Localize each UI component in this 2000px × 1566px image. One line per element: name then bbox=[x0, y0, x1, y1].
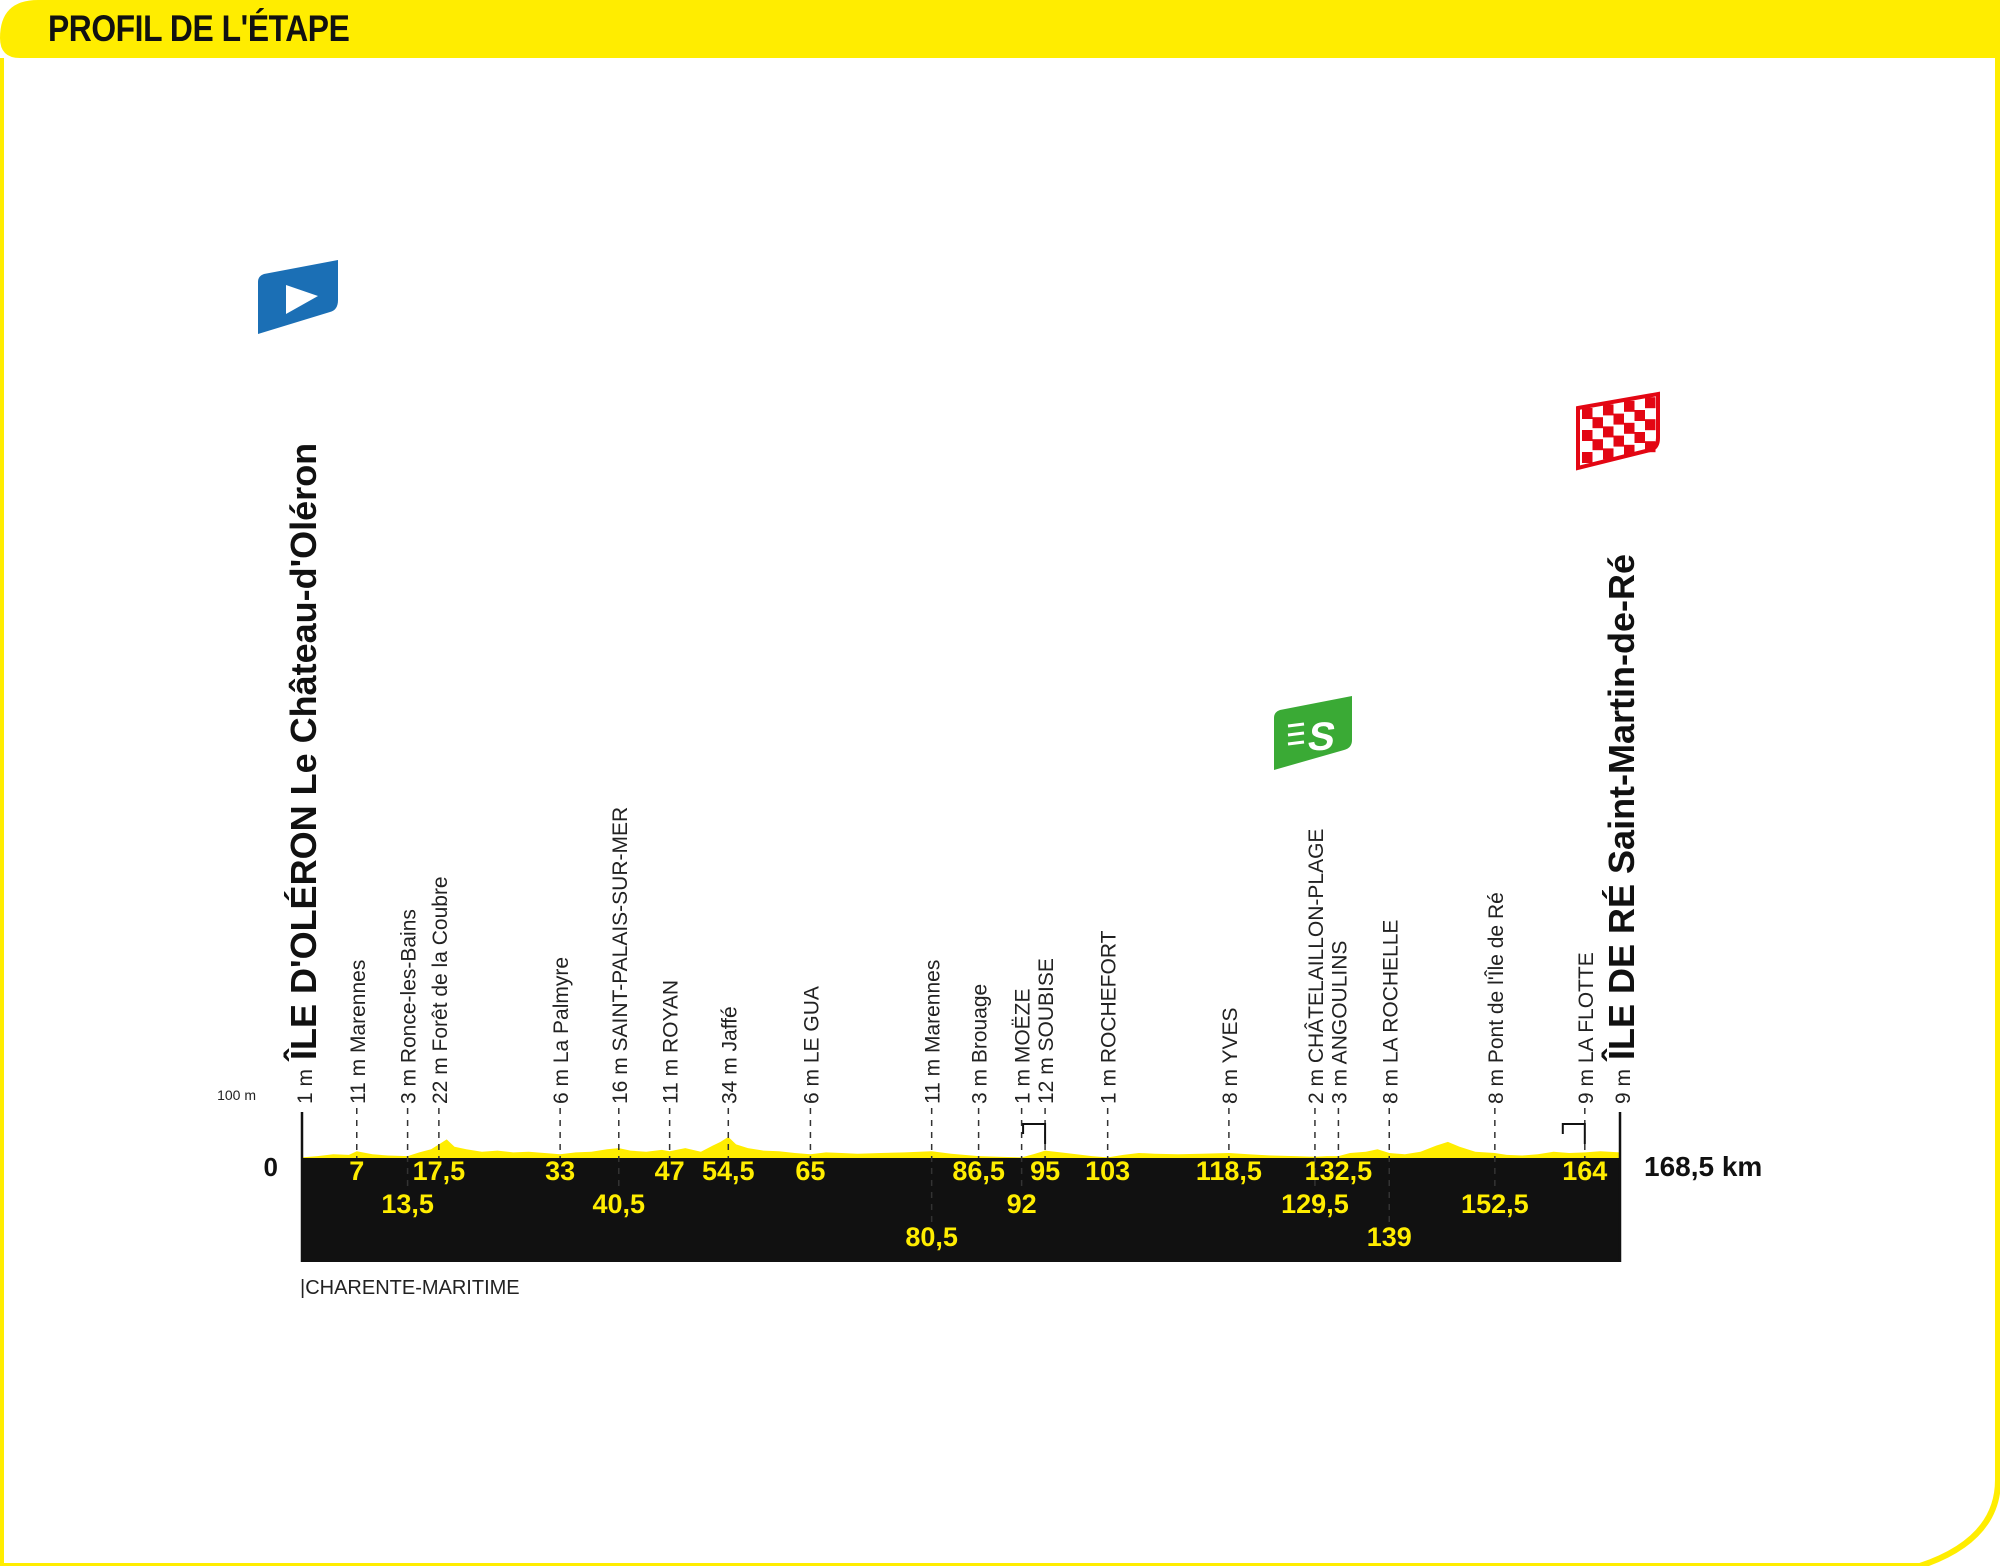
waypoint-label: 2 m CHÂTELAILLON-PLAGE bbox=[1305, 829, 1328, 1104]
km-label: 40,5 bbox=[593, 1189, 646, 1219]
finish-island-name: ÎLE DE RÉ bbox=[1600, 874, 1642, 1062]
start-commune-name: Le Château-d'Oléron bbox=[283, 443, 324, 796]
checker-square bbox=[1645, 419, 1656, 431]
checker-square bbox=[1624, 400, 1635, 412]
finish-commune-name: Saint-Martin-de-Ré bbox=[1601, 554, 1642, 874]
km-label: 86,5 bbox=[952, 1156, 1005, 1186]
waypoint-label: 3 m ANGOULINS bbox=[1328, 941, 1351, 1104]
checker-square bbox=[1592, 417, 1603, 429]
checker-square bbox=[1582, 452, 1593, 463]
waypoint-label: 11 m Marennes bbox=[922, 960, 945, 1104]
checker-square bbox=[1603, 404, 1614, 416]
waypoint-label: 9 m LA FLOTTE bbox=[1575, 952, 1598, 1104]
km-label: 13,5 bbox=[381, 1189, 434, 1219]
speed-line bbox=[1287, 731, 1305, 737]
department-label: |CHARENTE-MARITIME bbox=[300, 1277, 520, 1299]
waypoint-label: 34 m Jaffé bbox=[718, 1006, 741, 1104]
start-altitude-label: 1 m bbox=[294, 1069, 317, 1104]
checker-square bbox=[1624, 444, 1635, 456]
waypoint-label: 11 m Marennes bbox=[347, 960, 370, 1104]
km-label: 17,5 bbox=[413, 1156, 466, 1186]
km-label: 7 bbox=[349, 1156, 364, 1186]
waypoint-label: 6 m La Palmyre bbox=[550, 957, 573, 1104]
waypoint-label: 11 m ROYAN bbox=[660, 980, 683, 1104]
checker-square bbox=[1613, 435, 1624, 447]
km-label: 129,5 bbox=[1281, 1189, 1349, 1219]
page-title: PROFIL DE L'ÉTAPE bbox=[48, 8, 350, 49]
checker-square bbox=[1645, 397, 1656, 409]
waypoint-label: 8 m YVES bbox=[1219, 1008, 1242, 1105]
header-bar bbox=[0, 0, 2000, 58]
km-label: 118,5 bbox=[1196, 1156, 1262, 1186]
play-triangle-icon bbox=[286, 285, 318, 314]
checker-square bbox=[1634, 432, 1645, 443]
checker-square bbox=[1592, 439, 1603, 451]
km-label: 65 bbox=[795, 1156, 825, 1186]
km-label: 152,5 bbox=[1461, 1189, 1529, 1219]
waypoint-label: 6 m LE GUA bbox=[800, 986, 823, 1104]
waypoint-label: 3 m Ronce-les-Bains bbox=[398, 909, 421, 1104]
checker-square bbox=[1624, 422, 1635, 434]
waypoint-label: 22 m Forêt de la Coubre bbox=[429, 876, 452, 1104]
checker-square bbox=[1603, 448, 1614, 460]
km-label: 103 bbox=[1085, 1156, 1130, 1186]
km-label: 139 bbox=[1367, 1222, 1412, 1252]
distance-band bbox=[302, 1158, 1620, 1262]
km-label: 95 bbox=[1030, 1156, 1060, 1186]
bracket-marker bbox=[1561, 1123, 1586, 1144]
waypoint-label: 8 m LA ROCHELLE bbox=[1379, 920, 1402, 1104]
elevation-area bbox=[302, 1136, 1620, 1158]
km-label: 92 bbox=[1007, 1189, 1037, 1219]
km-label: 80,5 bbox=[905, 1222, 958, 1252]
speed-line bbox=[1287, 740, 1305, 746]
km-label: 164 bbox=[1562, 1156, 1607, 1186]
start-island-name: ÎLE D'OLÉRON bbox=[282, 795, 324, 1062]
checker-square bbox=[1603, 426, 1614, 438]
finish-town-name: ÎLE DE RÉ Saint-Martin-de-Ré bbox=[1600, 554, 1642, 1062]
waypoint-label: 16 m SAINT-PALAIS-SUR-MER bbox=[609, 807, 632, 1104]
intermediate-sprint-icon bbox=[1274, 696, 1352, 770]
waypoint-label: 1 m ROCHEFORT bbox=[1098, 930, 1121, 1104]
y-scale-label: 100 m bbox=[217, 1087, 256, 1103]
finish-altitude-label: 9 m bbox=[1612, 1069, 1635, 1104]
checker-square bbox=[1645, 441, 1656, 453]
checker-square bbox=[1582, 408, 1593, 419]
bracket-marker bbox=[1022, 1123, 1047, 1144]
speed-line bbox=[1287, 722, 1305, 728]
km-label: 33 bbox=[545, 1156, 575, 1186]
waypoint-label: 8 m Pont de l'Île de Ré bbox=[1485, 892, 1508, 1104]
waypoint-label: 12 m SOUBISE bbox=[1035, 958, 1058, 1104]
waypoint-label: 1 m MOËZE bbox=[1012, 988, 1035, 1104]
total-distance-label: 168,5 km bbox=[1644, 1151, 1762, 1182]
checker-square bbox=[1634, 410, 1645, 421]
start-town-name: ÎLE D'OLÉRON Le Château-d'Oléron bbox=[282, 443, 324, 1062]
checker-square bbox=[1582, 430, 1593, 441]
zero-label: 0 bbox=[264, 1152, 278, 1182]
checker-square bbox=[1613, 413, 1624, 425]
km-label: 132,5 bbox=[1305, 1156, 1373, 1186]
km-label: 54,5 bbox=[702, 1156, 755, 1186]
km-label: 47 bbox=[655, 1156, 685, 1186]
waypoint-label: 3 m Brouage bbox=[969, 984, 992, 1104]
